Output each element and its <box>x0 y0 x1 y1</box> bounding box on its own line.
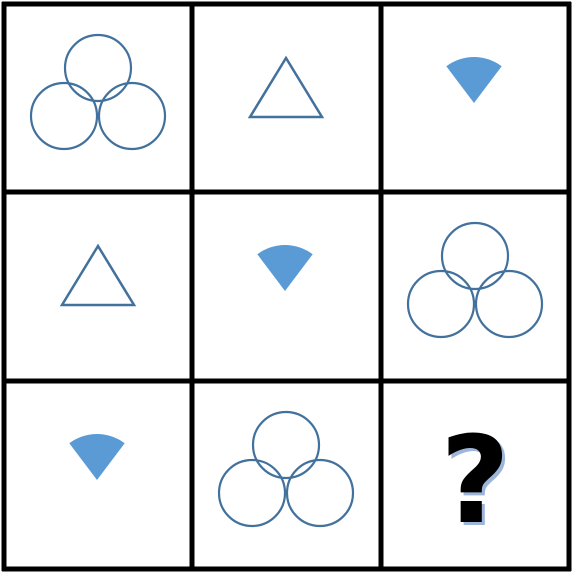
circle-shape <box>440 221 510 291</box>
cell-1-3 <box>446 57 502 103</box>
cell-3-3: ?? <box>440 412 513 554</box>
sector-icon <box>257 245 313 291</box>
circle-shape <box>251 410 321 480</box>
cell-3-2 <box>217 410 355 528</box>
cell-2-1 <box>59 243 137 307</box>
question-mark: ? <box>440 412 510 551</box>
cell-3-1 <box>69 434 125 480</box>
circle-shape <box>97 81 167 151</box>
question-mark-shadow: ? <box>443 415 513 554</box>
circle-shape <box>474 269 544 339</box>
cell-1-1 <box>29 33 167 151</box>
triangle-icon <box>247 55 325 119</box>
circle-shape <box>406 269 476 339</box>
puzzle-cells: ?? <box>29 33 544 554</box>
triangle-icon <box>59 243 137 307</box>
sector-icon <box>69 434 125 480</box>
circle-shape <box>217 458 287 528</box>
sector-icon <box>446 57 502 103</box>
circle-shape <box>63 33 133 103</box>
circle-shape <box>285 458 355 528</box>
cell-1-2 <box>247 55 325 119</box>
three-circles-icon <box>29 33 167 151</box>
three-circles-icon <box>406 221 544 339</box>
circle-shape <box>29 81 99 151</box>
cell-2-3 <box>406 221 544 339</box>
three-circles-icon <box>217 410 355 528</box>
cell-2-2 <box>257 245 313 291</box>
